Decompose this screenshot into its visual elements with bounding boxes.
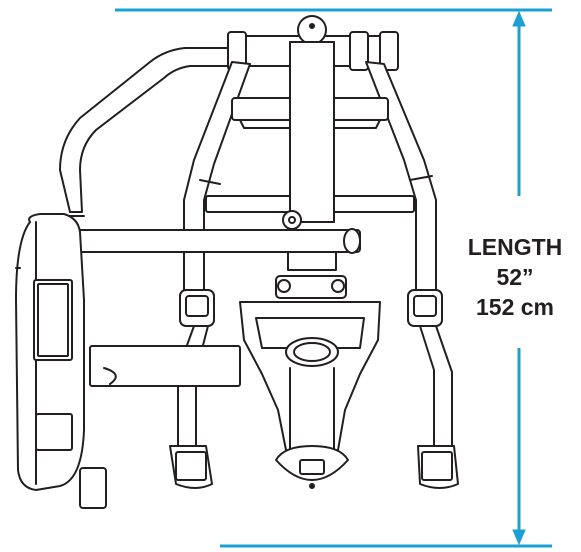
flywheel-housing xyxy=(239,275,381,489)
dimension-bottom-arrow xyxy=(512,529,526,546)
dimension-imperial-value: 52” xyxy=(496,264,534,290)
right-pedal-assembly xyxy=(407,289,459,489)
console-display xyxy=(15,213,107,509)
center-column xyxy=(282,41,337,271)
left-pedal-assembly xyxy=(169,289,215,489)
rear-base xyxy=(89,345,241,387)
dimension-top-arrow xyxy=(512,10,526,27)
length-dimension-marker xyxy=(115,8,552,548)
dimension-label: LENGTH xyxy=(467,234,563,260)
dimension-metric-value: 152 cm xyxy=(475,294,554,320)
console-arm xyxy=(75,228,361,254)
top-crossbar xyxy=(227,15,399,71)
